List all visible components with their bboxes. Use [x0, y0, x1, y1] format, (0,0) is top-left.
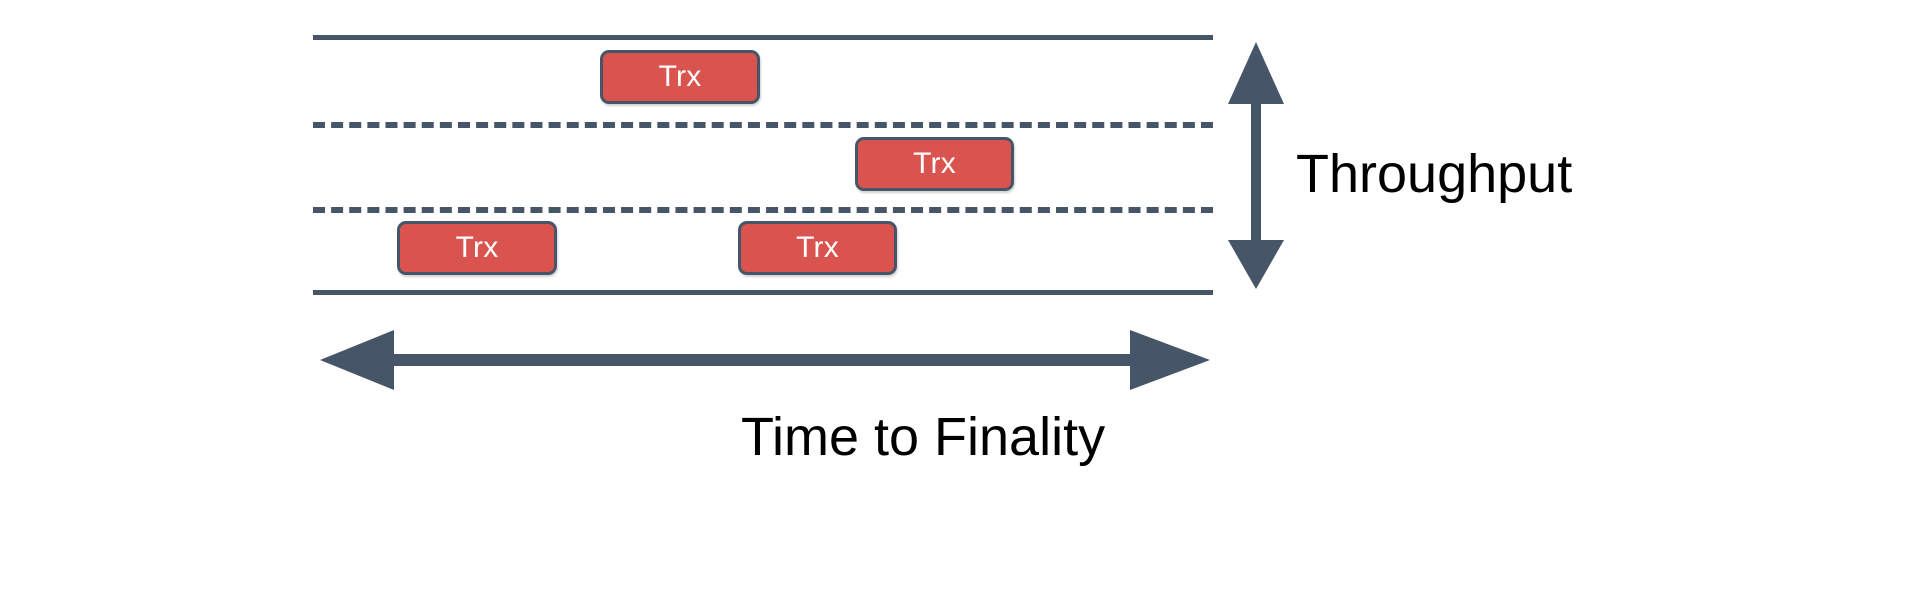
time-to-finality-axis-label: Time to Finality	[741, 407, 1106, 467]
throughput-axis-label: Throughput	[1296, 144, 1573, 204]
lane-line-bottom	[313, 290, 1213, 295]
transaction-label: Trx	[658, 60, 702, 93]
transaction-label: Trx	[455, 231, 499, 264]
lane-divider-lower	[313, 207, 1213, 213]
lane-line-top	[313, 35, 1213, 40]
transaction-label: Trx	[913, 147, 956, 180]
transaction-label: Trx	[796, 231, 839, 264]
lane-divider-upper	[313, 122, 1213, 128]
throughput-arrow-icon	[1228, 42, 1284, 289]
transaction-block[interactable]: Trx	[397, 221, 557, 275]
transaction-block[interactable]: Trx	[600, 50, 760, 104]
time-to-finality-arrow-icon	[320, 330, 1210, 390]
transaction-block[interactable]: Trx	[738, 221, 897, 275]
transaction-block[interactable]: Trx	[855, 137, 1014, 191]
